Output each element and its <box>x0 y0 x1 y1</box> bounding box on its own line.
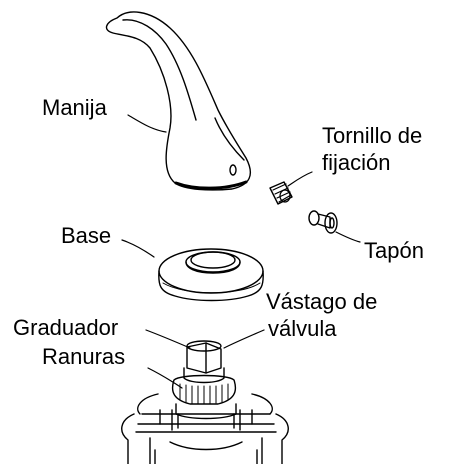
set-screw-drawing <box>269 181 293 205</box>
leader-vastago <box>223 329 265 349</box>
label-manija: Manija <box>42 95 107 120</box>
label-base: Base <box>61 223 112 248</box>
base-ring-drawing <box>158 248 264 302</box>
valve-stem-drawing <box>171 340 237 429</box>
leader-ranuras <box>147 367 183 389</box>
faucet-body-drawing <box>121 393 289 464</box>
label-vastago-line2: válvula <box>268 316 337 341</box>
label-ranuras: Ranuras <box>42 344 126 369</box>
label-graduador: Graduador <box>13 315 119 340</box>
cap-drawing <box>308 210 338 234</box>
label-vastago-line1: Vástago de <box>266 289 378 314</box>
leader-tapon <box>335 231 361 243</box>
leader-lines <box>121 114 361 389</box>
leader-graduador <box>145 329 191 349</box>
leader-base <box>121 239 155 258</box>
label-tapon: Tapón <box>364 238 424 263</box>
leader-manija <box>127 114 167 133</box>
label-tornillo-line2: fijación <box>322 150 391 175</box>
leader-tornillo <box>287 171 313 187</box>
handle-drawing <box>105 11 251 191</box>
label-tornillo-line1: Tornillo de <box>322 123 423 148</box>
